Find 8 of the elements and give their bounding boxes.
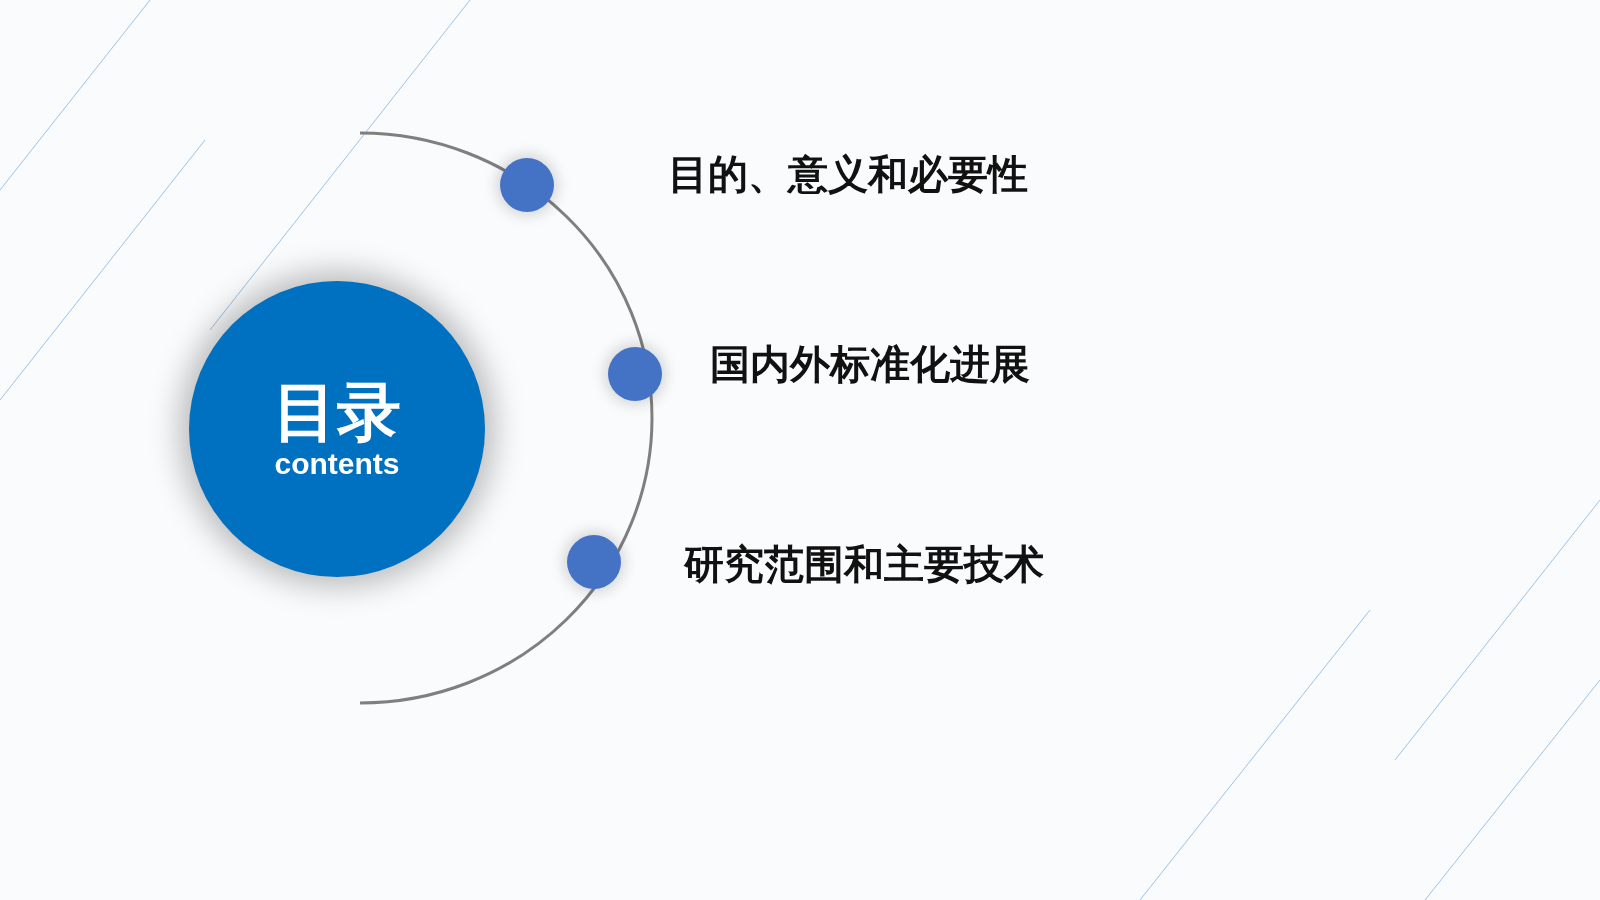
subheading-text: contents — [274, 447, 400, 482]
section-title: 国内外标准化进展 — [710, 340, 1030, 388]
bullet-dot — [567, 535, 621, 589]
bullet-dot — [608, 347, 662, 401]
heading-text: 目录 — [273, 376, 401, 448]
section-title: 目的、意义和必要性 — [668, 150, 1028, 198]
section-title: 研究范围和主要技术 — [684, 540, 1044, 588]
bullet-dot — [500, 158, 554, 212]
